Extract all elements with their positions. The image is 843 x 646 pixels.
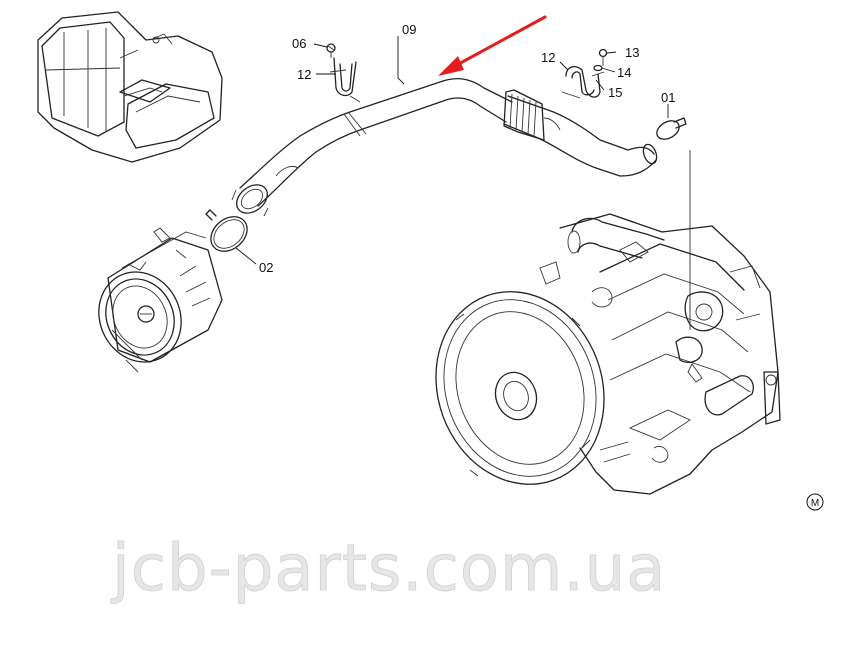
washer-14 bbox=[593, 64, 603, 72]
rubber-elbow-with-bellows bbox=[503, 89, 658, 177]
air-filter-housing bbox=[98, 227, 223, 373]
bracket-12-right bbox=[561, 65, 605, 99]
pointer-arrow bbox=[438, 15, 547, 76]
part-label-12-left: 12 bbox=[297, 67, 311, 82]
part-label-14: 14 bbox=[617, 65, 631, 80]
part-label-12-right: 12 bbox=[541, 50, 555, 65]
intake-hose-09 bbox=[231, 77, 513, 217]
bolt-13 bbox=[598, 48, 608, 66]
marker-m-circle: M bbox=[806, 493, 824, 511]
part-label-09: 09 bbox=[402, 22, 416, 37]
part-label-15: 15 bbox=[608, 85, 622, 100]
hose-clamp-02 bbox=[205, 209, 248, 252]
hose-clamp-01 bbox=[656, 117, 687, 140]
leader-lines bbox=[235, 36, 669, 265]
part-label-02: 02 bbox=[259, 260, 273, 275]
marker-m-text: M bbox=[811, 498, 819, 509]
bracket-12-left bbox=[329, 57, 361, 103]
excavator-cab-thumbnail bbox=[37, 11, 223, 163]
part-label-06: 06 bbox=[292, 36, 306, 51]
part-label-13: 13 bbox=[625, 45, 639, 60]
bolt-06 bbox=[326, 43, 336, 58]
engine-assembly bbox=[435, 150, 781, 495]
part-label-01: 01 bbox=[661, 90, 675, 105]
watermark-text: jcb-parts.com.ua bbox=[110, 532, 666, 606]
